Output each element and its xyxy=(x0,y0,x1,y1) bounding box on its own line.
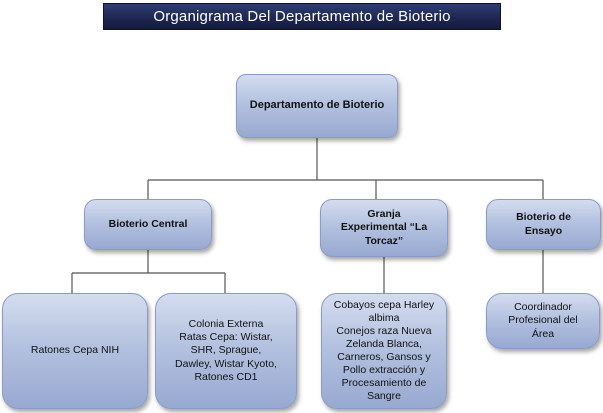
node-departamento-bioterio: Departamento de Bioterio xyxy=(236,74,398,138)
node-label: Colonia Externa Ratas Cepa: Wistar, SHR,… xyxy=(175,318,277,383)
node-label: Granja Experimental “La Torcaz” xyxy=(340,208,428,247)
node-bioterio-central: Bioterio Central xyxy=(84,199,212,250)
node-label: Coordinador Profesional del Área xyxy=(508,301,578,340)
node-label: Departamento de Bioterio xyxy=(249,99,385,112)
node-ratones-cepa-nih: Ratones Cepa NIH xyxy=(2,293,148,409)
node-bioterio-ensayo: Bioterio de Ensayo xyxy=(486,199,601,250)
diagram-title: Organigrama Del Departamento de Bioterio xyxy=(103,3,501,30)
node-coordinador-profesional: Coordinador Profesional del Área xyxy=(486,293,600,349)
node-label: Ratones Cepa NIH xyxy=(30,344,120,357)
node-label: Bioterio de Ensayo xyxy=(516,211,571,237)
node-cobayos-conejos: Cobayos cepa Harley albima Conejos raza … xyxy=(321,293,447,409)
node-colonia-externa: Colonia Externa Ratas Cepa: Wistar, SHR,… xyxy=(155,293,297,409)
node-label: Bioterio Central xyxy=(108,217,188,230)
node-granja-experimental: Granja Experimental “La Torcaz” xyxy=(320,199,448,257)
node-label: Cobayos cepa Harley albima Conejos raza … xyxy=(333,298,435,403)
